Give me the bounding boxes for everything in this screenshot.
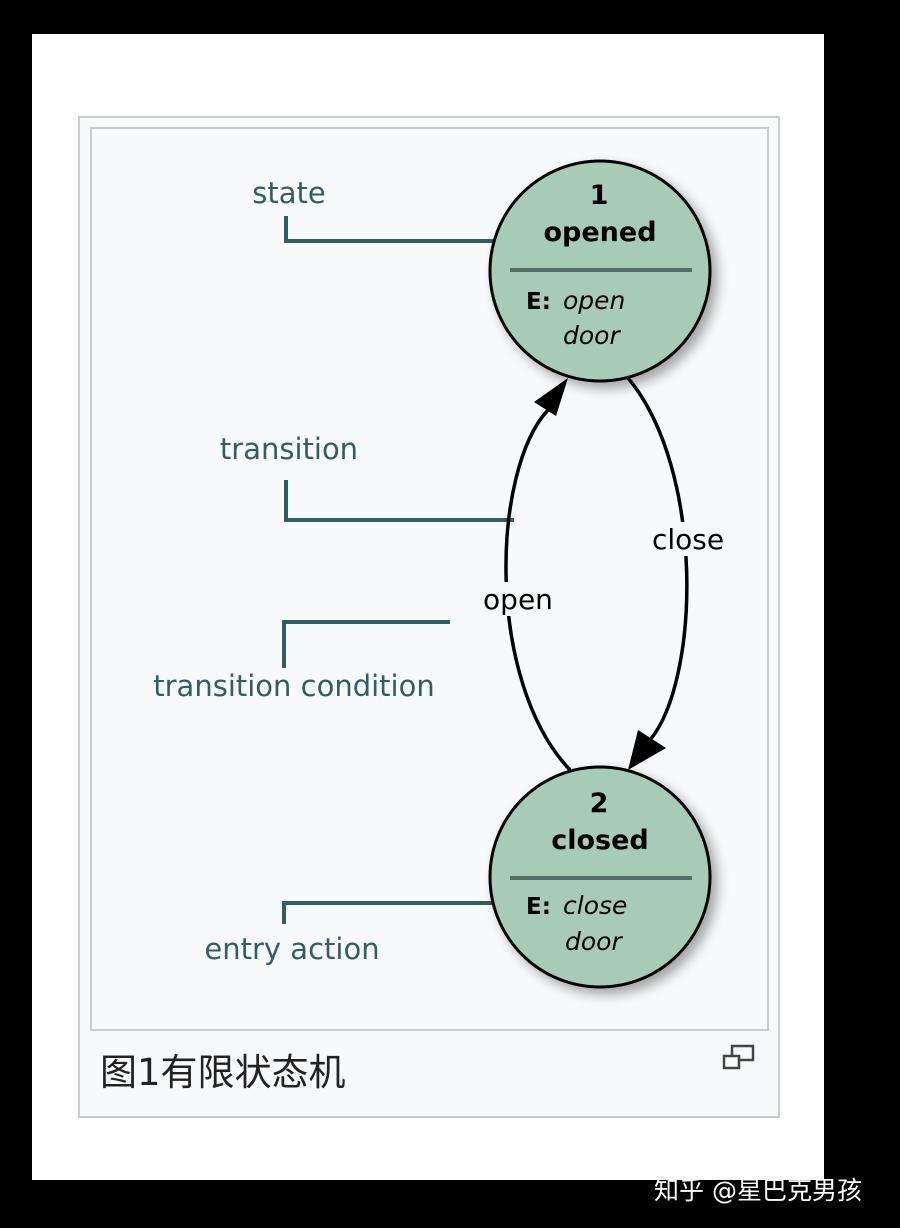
state-callout-line: [284, 216, 494, 243]
state-1-entry-prefix: E:: [526, 289, 551, 315]
state-1-entry-line2: door: [563, 321, 621, 350]
transition-callout-line: [284, 480, 514, 522]
state-2-entry-line2: door: [565, 927, 623, 956]
entry-action-callout-label: entry action: [204, 932, 379, 966]
transition-condition-callout-label: transition condition: [153, 669, 434, 703]
state-2-number: 2: [590, 788, 609, 819]
state-2-entry-line1: close: [563, 891, 627, 920]
entry-action-callout-line: [282, 901, 495, 924]
state-2-name: closed: [551, 825, 649, 856]
transition-condition-callout-line: [282, 620, 450, 668]
state-2-entry-prefix: E:: [526, 894, 551, 920]
close-transition-arrowhead: [628, 730, 666, 770]
open-transition-arrowhead: [534, 378, 568, 416]
state-1-name: opened: [543, 217, 656, 248]
figure-caption: 图1有限状态机: [100, 1051, 346, 1094]
close-transition-edge: [626, 376, 689, 742]
watermark: 知乎 @星巴克男孩: [654, 1176, 862, 1205]
state-node-closed: 2 closed E: close door: [488, 765, 712, 989]
state-node-opened: 1 opened E: open door: [488, 159, 712, 383]
close-transition-label: close: [652, 523, 724, 556]
transition-callout-label: transition: [220, 432, 358, 466]
state-1-entry-line1: open: [563, 286, 625, 315]
state-1-number: 1: [590, 180, 609, 211]
open-transition-edge: [504, 408, 572, 772]
state-callout-label: state: [252, 176, 325, 210]
enlarge-icon[interactable]: [722, 1044, 756, 1072]
open-transition-label: open: [483, 583, 553, 616]
